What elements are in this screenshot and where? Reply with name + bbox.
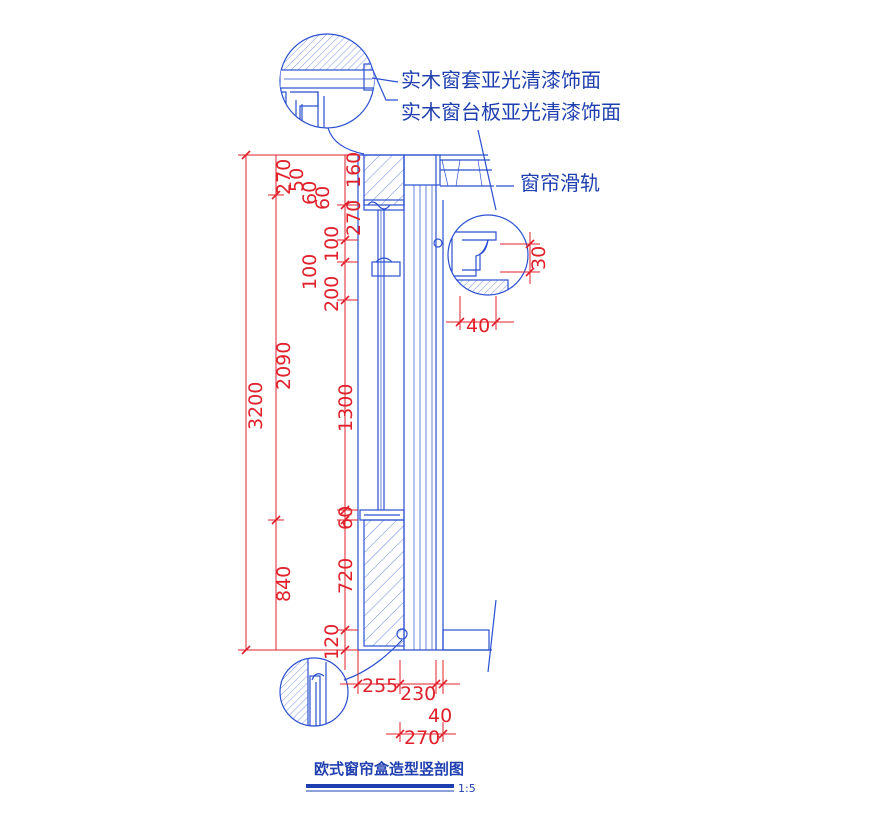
dim-200: 200 [321, 276, 343, 312]
dim-detail-40: 40 [466, 315, 490, 337]
dim-40-bottom: 40 [428, 705, 452, 727]
dimension-lines-left [238, 150, 358, 670]
drawing-title: 欧式窗帘盒造型竖剖图 [314, 760, 464, 778]
dim-50: 50 [286, 168, 308, 192]
label-casing: 实木窗套亚光清漆饰面 [401, 68, 601, 92]
dim-60a: 60 [299, 181, 321, 205]
dim-270b: 270 [343, 200, 365, 236]
dim-60c: 60 [335, 506, 357, 530]
dim-255: 255 [362, 675, 398, 697]
dim-detail-30: 30 [528, 246, 550, 270]
title-underline [306, 784, 454, 788]
dim-270-top: 270 [273, 159, 295, 195]
dim-total-3200: 3200 [245, 382, 267, 430]
dim-60b: 60 [312, 186, 334, 210]
dim-1300: 1300 [335, 384, 357, 432]
dim-100b: 100 [321, 226, 343, 262]
dim-160: 160 [343, 152, 365, 188]
lower-wall [363, 519, 405, 647]
dim-840: 840 [273, 566, 295, 602]
dim-2090: 2090 [273, 342, 295, 390]
label-sill: 实木窗台板亚光清漆饰面 [401, 100, 621, 124]
dim-720: 720 [335, 558, 357, 594]
dim-120: 120 [321, 624, 343, 660]
dim-230: 230 [400, 683, 436, 705]
dimension-lines-bottom [340, 650, 460, 742]
dim-100a: 100 [299, 254, 321, 290]
detail-circle-bottom [279, 639, 403, 727]
upper-wall [363, 154, 405, 206]
label-rail: 窗帘滑轨 [520, 171, 600, 195]
dim-270-bottom: 270 [404, 727, 440, 749]
detail-circle-top [279, 33, 399, 155]
main-section [357, 129, 497, 673]
drawing-scale: 1:5 [458, 782, 476, 795]
detail-circle-right [446, 214, 540, 330]
